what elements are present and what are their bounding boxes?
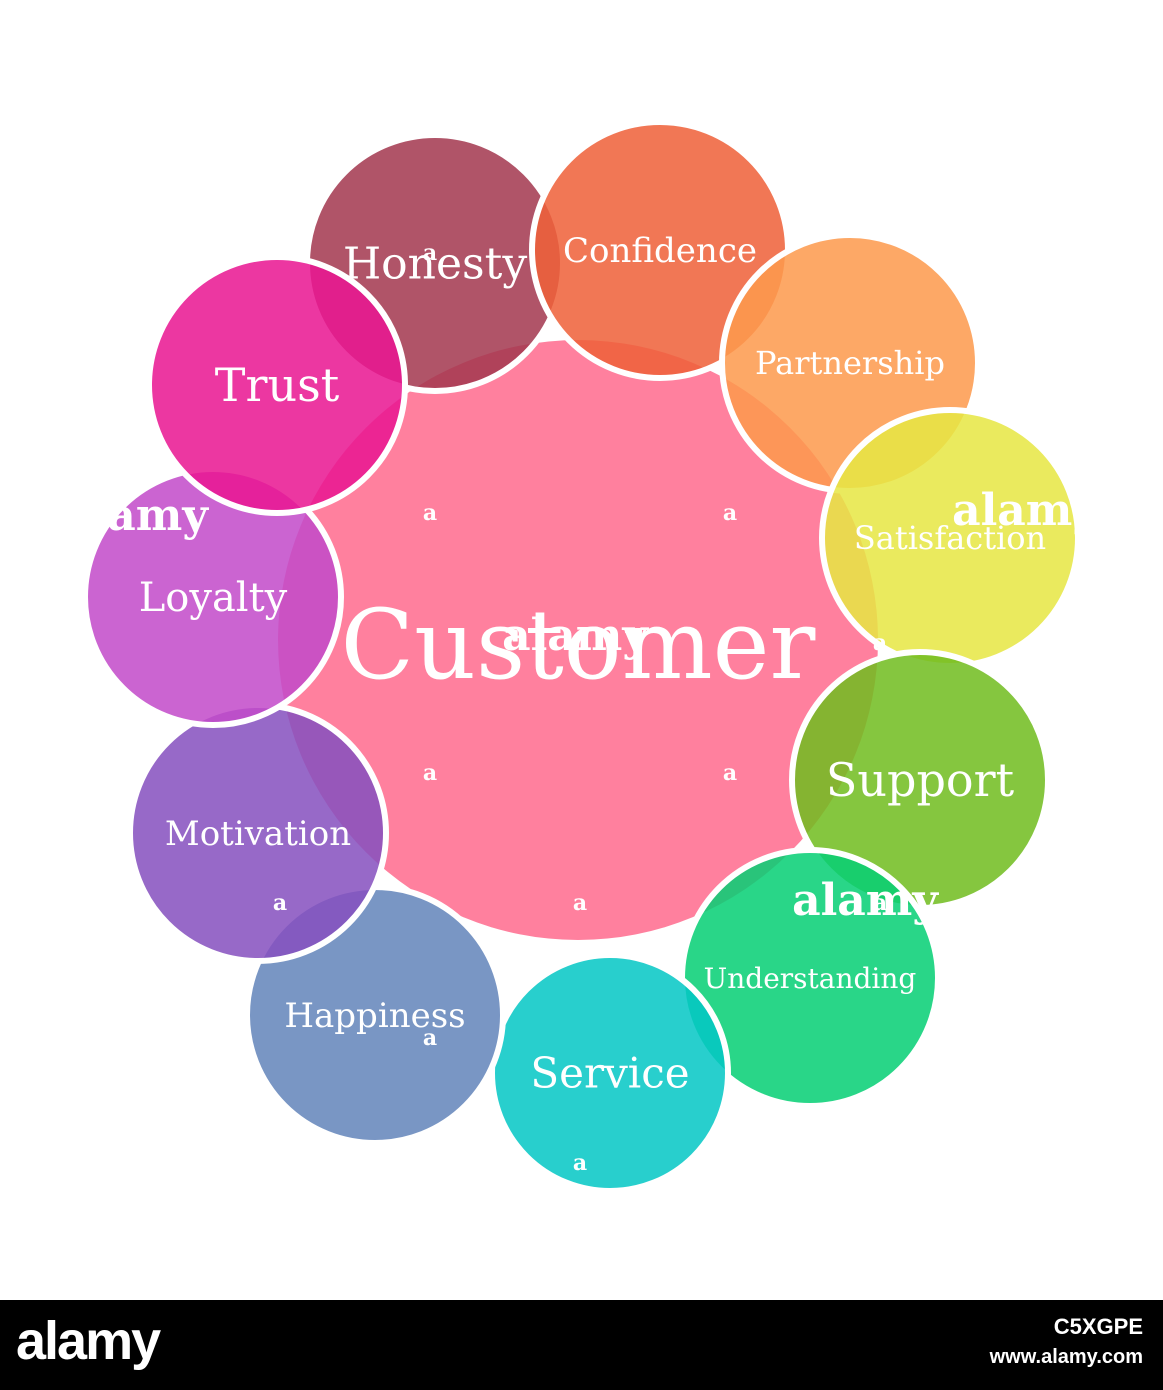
footer-image-id: C5XGPE [1053,1314,1143,1339]
watermark-glyph: a [873,630,887,656]
footer-url: www.alamy.com [989,1346,1143,1368]
watermark-glyph: a [423,1025,437,1051]
honesty-label: Honesty [343,238,528,289]
customer-diagram: Honesty ConfidencePartnershipSatisfaction… [62,122,1099,1191]
loyalty-label: Loyalty [139,575,288,621]
footer-logo: alamy [16,1311,161,1371]
center-circle [278,340,878,940]
footer-bar: alamy C5XGPE www.alamy.com [0,1300,1163,1390]
watermark-glyph: a [273,890,287,916]
watermark-glyph: a [423,240,437,266]
happiness-label: Happiness [284,996,465,1036]
watermark-glyph: a [423,500,437,526]
service-label: Service [530,1049,689,1098]
watermark-text: alamy [62,490,209,541]
watermark-glyph: a [723,760,737,786]
trust-circle [146,254,408,516]
watermark-glyph: a [573,890,587,916]
confidence-label: Confidence [563,231,757,271]
watermark-glyph: a [873,890,887,916]
satisfaction-label: Satisfaction [854,519,1046,557]
watermark-glyph: a [573,1150,587,1176]
partnership-label: Partnership [755,344,945,382]
understanding-label: Understanding [704,962,917,995]
watermark-text: alamy [792,875,939,926]
center-label: Customer [341,589,816,701]
watermark-text: alamy [502,610,649,661]
support-label: Support [826,753,1015,807]
watermark-glyph: a [723,500,737,526]
trust-label: Trust [215,358,340,412]
watermark-text: alamy [952,485,1099,536]
motivation-label: Motivation [165,814,351,854]
watermark-glyph: a [423,760,437,786]
